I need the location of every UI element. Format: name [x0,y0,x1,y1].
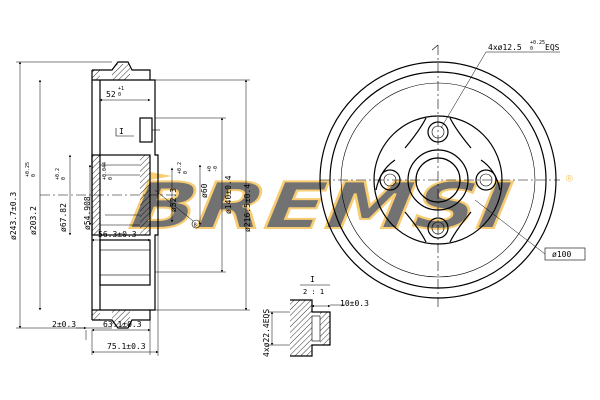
watermark-registered: ® [566,172,573,185]
label-flange-tol-upper: +0 [207,166,213,172]
label-bore-dia: ø67.82 [59,203,68,232]
label-bolt-holes-tol-lower: 0 [530,46,533,52]
detail-hatch-left [290,300,312,356]
label-width-top: 52 [106,90,116,99]
label-outer-dia: ø243.7±0.3 [9,192,18,240]
label-hub-tol-upper: +0.2 [177,162,183,174]
label-centering-tol-upper: +0.044 [102,162,108,180]
leader-pcd [474,199,546,255]
label-offset-mid: 63.1±0.3 [103,320,142,329]
bolt-hole-top [427,121,449,143]
detail-view: I 2 : 1 10±0.3 4xø22.4EQS [262,275,369,357]
label-inner-depth: 56.3±0.3 [98,230,137,239]
detail-title: I [310,275,315,284]
front-view: 4xø12.5 +0.25 0 EQS ø100 [319,40,586,310]
hatch-bottom-rim [112,310,130,326]
label-bolt-holes-tol-upper: +0.25 [530,40,545,46]
detail-marker-label: I [119,127,124,136]
reference-leader [154,189,194,222]
label-width-top-tol-lower: 0 [118,92,121,98]
label-centering-tol-lower: 0 [108,177,114,180]
watermark-text: BREMSI [126,169,516,244]
hatch-top-rim [112,64,130,80]
label-width-top-tol-upper: +1 [118,86,124,92]
label-braking-tol-upper: +0.25 [25,162,31,177]
front-flange-circle [373,115,503,245]
label-total-width: 75.1±0.3 [107,342,146,351]
pcd-label-box [544,247,586,261]
bolt-hole-bottom [427,217,449,239]
front-hub-circle [407,149,469,211]
label-bore-tol-lower: 0 [61,177,67,180]
front-bore-circle [415,157,461,203]
label-flange-tol-lower: -0 [213,166,219,172]
drum-lower-opening [99,239,151,286]
rib-cutout-4 [449,211,472,243]
label-detail-thickness: 10±0.3 [340,299,369,308]
side-section-view: I 8 ø243.7±0.3 ø203.2 +0.25 0 ø67.82 +0.… [9,61,252,356]
bolt-hole-left [379,169,401,191]
label-hub-dia: ø52.3 [169,188,178,212]
watermark: BREMSI ® [125,168,573,245]
label-bore-tol-upper: +0.2 [55,168,61,180]
hub-hatch-right [140,155,150,235]
rib-cutout-2 [449,117,472,149]
bolt-seat [139,117,153,143]
detail-thread [311,315,321,342]
front-braking-circle [340,82,536,278]
rib-cutout-1 [404,117,427,149]
reference-circle-label: 8 [194,223,197,229]
label-pcd-dia: ø140±0.4 [224,175,233,214]
label-braking-dia: ø203.2 [29,206,38,235]
leader-bolt-holes [440,51,487,129]
label-bolt-holes: 4xø12.5 [488,43,522,52]
hatch-bottom-left [92,310,100,320]
detail-scale: 2 : 1 [303,288,324,296]
label-braking-tol-lower: 0 [31,174,37,177]
label-pcd: ø100 [552,250,571,259]
watermark-arrow-icon [150,172,172,180]
front-axis-tick [431,44,439,51]
detail-hatch-right [320,312,330,345]
hub-hatch-left [92,155,100,235]
drum-lower-recess [99,249,151,276]
front-rim-circle [329,71,547,289]
rib-cutout-6 [480,159,501,191]
label-bolt-holes-suffix: EQS [545,43,560,52]
label-centering-dia: ø54.908 [83,196,92,230]
label-detail-thread: 4xø22.4EQS [262,309,271,357]
label-offset-small: 2±0.3 [52,320,76,329]
label-flange-dia: ø60 [200,183,209,198]
detail-marker-line [115,128,134,137]
rib-cutout-5 [375,159,396,191]
front-outer-circle [319,61,557,299]
rib-cutout-3 [404,211,427,243]
label-rim-dia: ø216.5±0.4 [243,184,252,232]
label-hub-tol-lower: 0 [183,171,189,174]
hatch-top-left [92,70,100,80]
bolt-hole-right [475,169,497,191]
